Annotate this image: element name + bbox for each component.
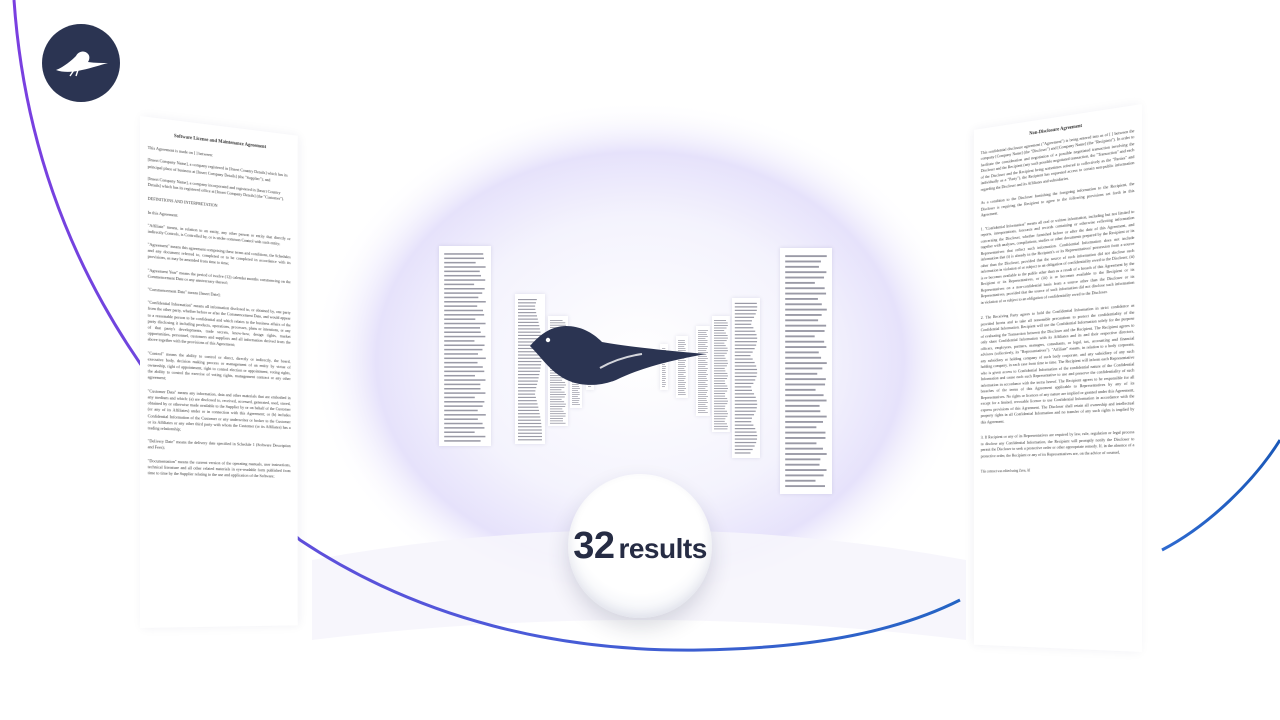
results-label: results: [618, 533, 706, 564]
results-count: 32: [573, 525, 614, 567]
results-bubble: 32 results: [568, 474, 712, 618]
results-count-text: 32 results: [573, 525, 707, 568]
